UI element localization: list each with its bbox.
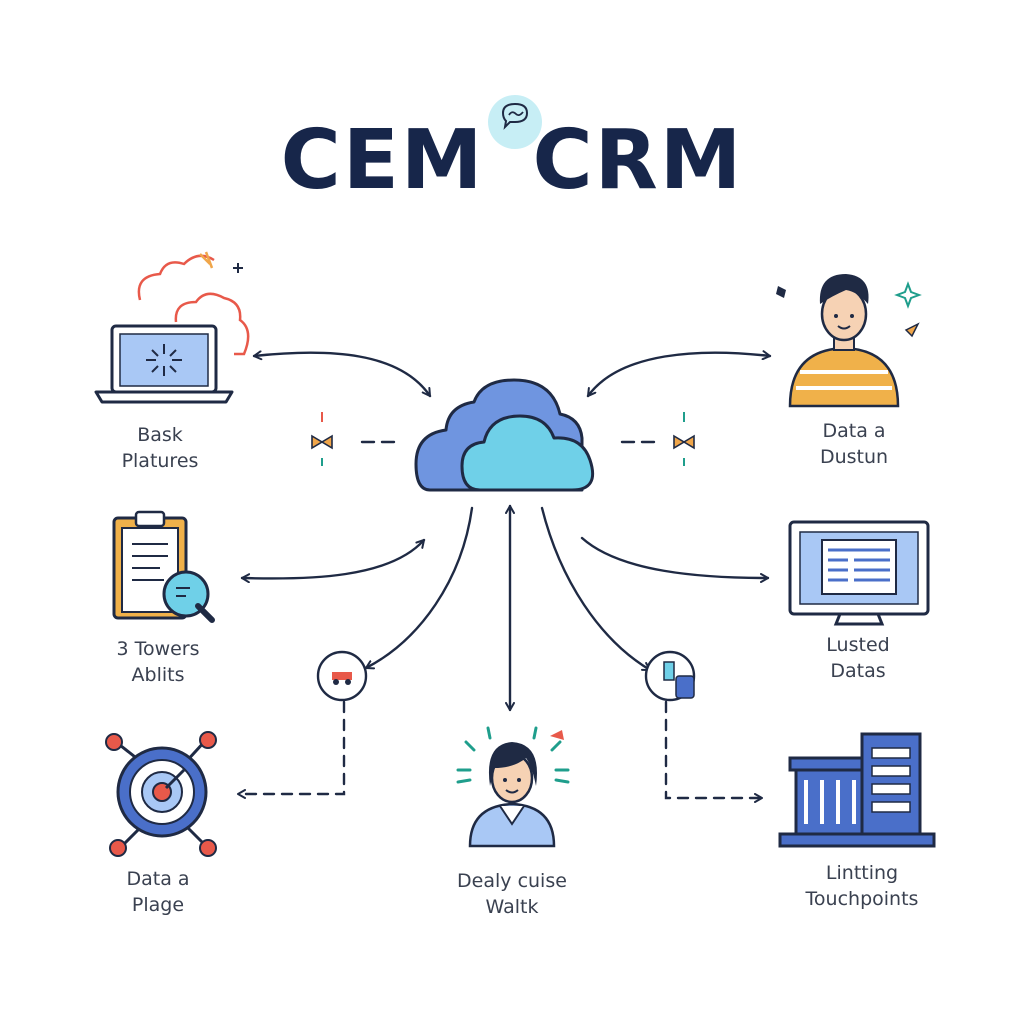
node-label-agent-line2: Waltk (485, 896, 539, 918)
laptop-icon (94, 251, 250, 404)
arrow-cloud-monitor (580, 536, 770, 583)
dashed-to-target (236, 700, 346, 799)
target-network-icon (105, 731, 217, 857)
clipboard-icon (112, 510, 215, 623)
arrow-cloud-person (586, 350, 772, 398)
node-label-agent-line1: Dealy cuise (457, 870, 567, 892)
node-label-target-line1: Data a (126, 868, 190, 890)
node-label-agent: Dealy cuise Waltk (402, 868, 622, 920)
person-icon (776, 274, 922, 408)
node-label-target: Data a Plage (48, 866, 268, 918)
bowtie-icon-right (673, 412, 695, 466)
node-label-person-line2: Dustun (819, 446, 889, 468)
arrow-cloud-down-left (364, 506, 474, 670)
title-cem: CEM (280, 113, 485, 208)
node-label-building-line2: Touchpoints (805, 888, 919, 910)
node-label-report: 3 Towers Ablits (48, 636, 268, 688)
cloud-icon (414, 378, 595, 492)
junction-icon-right (644, 650, 696, 702)
node-label-monitor-line2: Datas (830, 660, 886, 682)
node-label-laptop-line1: Bask (137, 424, 183, 446)
node-label-target-line2: Plage (131, 894, 185, 916)
arrow-laptop-cloud (252, 350, 432, 398)
node-label-building-line1: Lintting (825, 862, 899, 884)
dashed-to-building (664, 700, 764, 803)
building-server-icon (778, 732, 936, 848)
title-crm: CRM (532, 113, 744, 208)
monitor-icon (788, 520, 930, 626)
agent-icon (456, 726, 570, 848)
chat-bubble-icon (488, 95, 542, 149)
node-label-report-line1: 3 Towers (116, 638, 200, 660)
node-label-building: Lintting Touchpoints (752, 860, 972, 912)
junction-icon-left (316, 650, 368, 702)
node-label-monitor-line1: Lusted (826, 634, 890, 656)
node-label-monitor: Lusted Datas (748, 632, 968, 684)
arrow-cloud-down-right (540, 506, 652, 672)
node-label-person-line1: Data a (822, 420, 886, 442)
arrow-cloud-report (240, 538, 426, 584)
connector-lines (236, 350, 772, 803)
node-label-laptop-line2: Platures (121, 450, 199, 472)
bowtie-icon-left (311, 412, 333, 466)
node-label-person: Data a Dustun (744, 418, 964, 470)
node-label-laptop: Bask Platures (50, 422, 270, 474)
node-label-report-line2: Ablits (131, 664, 185, 686)
